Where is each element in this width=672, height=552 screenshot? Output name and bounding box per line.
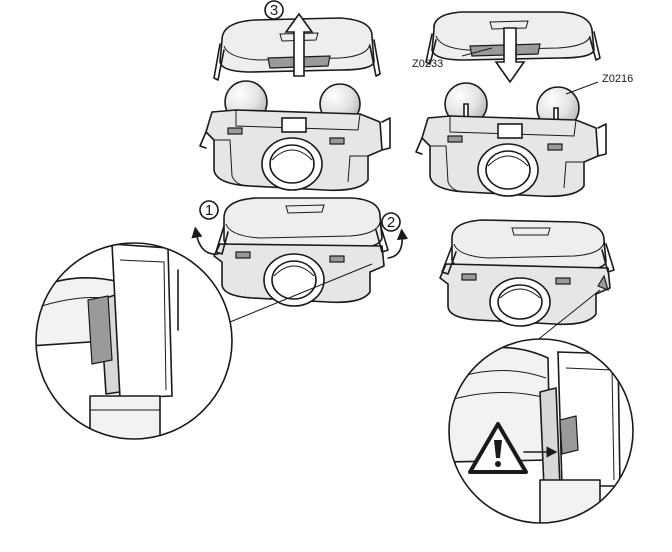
step-2-marker: 2 xyxy=(381,212,401,232)
assembled-unit-left xyxy=(213,197,389,307)
detail-zoom-right xyxy=(448,338,634,524)
warning-triangle-icon xyxy=(468,422,528,474)
detail-zoom-left xyxy=(35,242,233,440)
step-1-label: 1 xyxy=(205,202,213,219)
panel-middle-right xyxy=(439,219,615,355)
leader-z0216 xyxy=(565,81,599,95)
leader-z0233 xyxy=(461,47,493,57)
base-top-left xyxy=(199,109,391,192)
arrow-down-lid xyxy=(494,27,526,84)
panel-middle-left: 1 2 xyxy=(191,197,409,323)
step-3-label: 3 xyxy=(270,2,278,19)
arrow-unclip-right xyxy=(387,228,409,259)
part-label-z0216: Z0216 xyxy=(602,73,633,85)
panel-top-left: 3 xyxy=(199,0,391,192)
assembled-unit-right xyxy=(439,219,615,327)
arrow-up-step-3 xyxy=(284,12,314,77)
detail-pointer-left xyxy=(229,263,373,323)
step-3-marker: 3 xyxy=(264,0,284,20)
arrow-unclip-left xyxy=(191,226,219,255)
step-1-marker: 1 xyxy=(199,200,219,220)
panel-top-right: Z0233 Z0216 xyxy=(412,11,633,198)
base-top-right xyxy=(415,115,607,198)
step-2-label: 2 xyxy=(387,214,395,231)
part-label-z0233: Z0233 xyxy=(412,58,443,70)
